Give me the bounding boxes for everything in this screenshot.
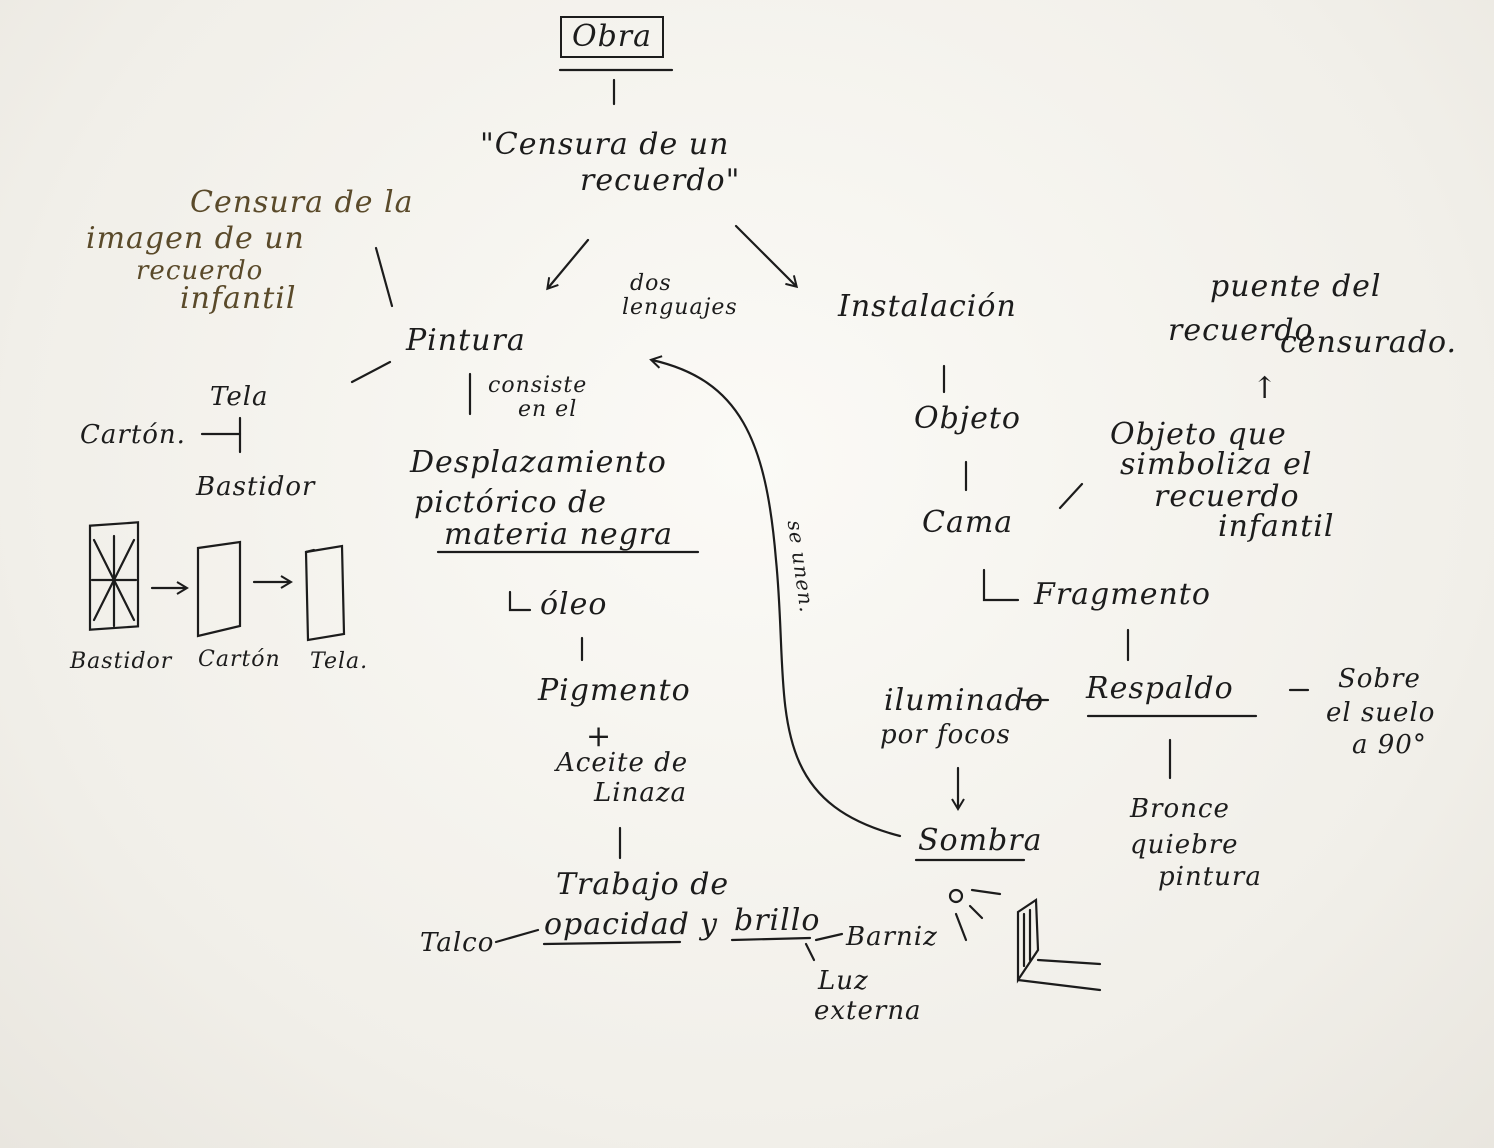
caption-carton: Cartón: [198, 647, 281, 672]
fragmento-node: Fragmento: [1034, 577, 1211, 612]
luz-label: Luz: [818, 966, 869, 996]
instalacion-node: Instalación: [838, 289, 1017, 324]
title-line-2: recuerdo": [580, 163, 741, 198]
title-line-1: "Censura de un: [480, 127, 730, 162]
caption-tela: Tela.: [310, 649, 369, 674]
caption-bastidor: Bastidor: [70, 649, 173, 674]
puente-line-1: puente del: [1210, 269, 1382, 304]
frame-sequence: [88, 521, 346, 642]
left-note-line-2: imagen de un: [86, 221, 305, 256]
carton-label: Cartón.: [80, 420, 186, 450]
root-node: Obra: [560, 16, 665, 58]
cama-node: Cama: [922, 505, 1014, 540]
sombra-node: Sombra: [918, 823, 1043, 858]
opacidad-label: opacidad: [544, 907, 690, 942]
arrow-up-glyph: ↑: [1252, 371, 1279, 406]
puente-line-3: censurado.: [1280, 325, 1458, 360]
objeto-note-line-3: recuerdo: [1154, 479, 1300, 514]
talco-label: Talco: [420, 928, 495, 958]
materia-negra: materia negra: [444, 517, 674, 552]
tela-label: Tela: [210, 382, 269, 412]
left-note-line-4: infantil: [180, 281, 297, 316]
objeto-node: Objeto: [914, 401, 1021, 436]
desplazamiento-line-2: pictórico de: [414, 485, 608, 520]
oleo-node: óleo: [540, 587, 608, 622]
lamp-bed-sketch: [948, 888, 1102, 992]
sobre-line-2: el suelo: [1326, 698, 1436, 728]
brillo-label: brillo: [734, 903, 821, 938]
sobre-line-3: a 90°: [1352, 730, 1427, 760]
barniz-label: Barniz: [846, 922, 938, 952]
respaldo-node: Respaldo: [1086, 671, 1234, 706]
objeto-note-line-1: Objeto que: [1110, 417, 1287, 452]
plus-sign: +: [586, 719, 613, 754]
bronce-line-2: quiebre: [1130, 830, 1239, 860]
y-label: y: [700, 907, 718, 942]
dos-label: dos: [630, 271, 672, 296]
objeto-note-line-2: simboliza el: [1120, 447, 1313, 482]
pigmento-node: Pigmento: [538, 673, 691, 708]
trabajo-label: Trabajo de: [556, 867, 730, 902]
externa-label: externa: [814, 996, 922, 1026]
bronce-line-3: pintura: [1158, 862, 1262, 892]
aceite-line-2: Linaza: [594, 778, 688, 808]
sobre-line-1: Sobre: [1338, 664, 1421, 694]
left-note-line-1: Censura de la: [190, 185, 414, 220]
arrow-se-unen: [649, 355, 902, 838]
en-el-label: en el: [518, 397, 578, 422]
pintura-node: Pintura: [406, 323, 526, 358]
left-note-line-3: recuerdo: [136, 256, 264, 286]
objeto-note-line-4: infantil: [1218, 509, 1335, 544]
arrow-to-instalacion: [734, 224, 799, 289]
desplazamiento-line-1: Desplazamiento: [410, 445, 667, 480]
puente-line-2: recuerdo: [1168, 313, 1314, 348]
lenguajes-label: lenguajes: [622, 295, 738, 320]
bronce-line-1: Bronce: [1130, 794, 1230, 824]
iluminado-line-1: iluminado: [884, 683, 1045, 718]
aceite-line-1: Aceite de: [556, 748, 689, 778]
bastidor-label: Bastidor: [196, 472, 316, 502]
iluminado-line-2: por focos: [880, 720, 1011, 750]
arrow-to-pintura: [546, 238, 590, 291]
consiste-label: consiste: [488, 373, 588, 398]
